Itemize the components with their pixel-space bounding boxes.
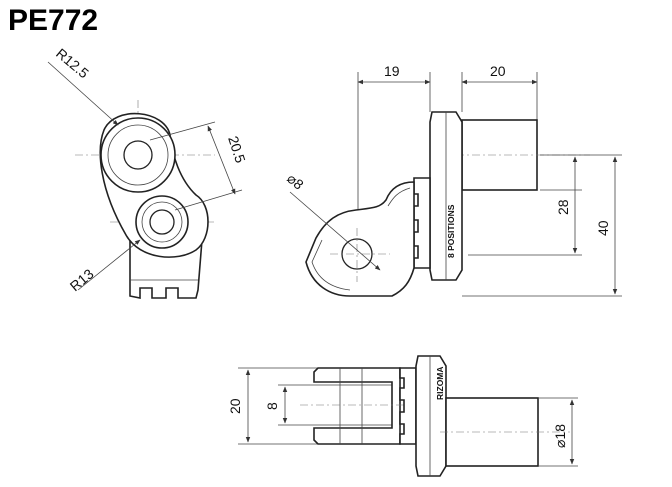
radius-bottom-label: R13: [67, 265, 97, 294]
bottom-view: 20 8 RIZOMA ⌀18: [227, 355, 578, 477]
front-view: R12.5 R13 20.5: [47, 45, 249, 299]
top-hole: [123, 140, 153, 170]
width-left-label: 19: [384, 63, 400, 79]
brand-label: RIZOMA: [435, 366, 445, 400]
bottom-hole: [149, 209, 175, 235]
shaft-diameter-label: ⌀18: [552, 424, 568, 448]
radius-top-label: R12.5: [53, 45, 92, 81]
hole-spacing-label: 20.5: [225, 134, 249, 165]
page-title: PE772: [8, 4, 98, 37]
side-view: 19 20 8 POSITIONS ⌀8 28 40: [284, 63, 622, 297]
positions-label: 8 POSITIONS: [446, 204, 456, 258]
height-inner-label: 28: [555, 199, 571, 215]
bottom-width-label: 20: [227, 398, 243, 414]
bottom-slot-label: 8: [264, 402, 280, 410]
bore-label: ⌀8: [284, 170, 307, 193]
height-outer-label: 40: [595, 220, 611, 236]
width-right-label: 20: [490, 63, 506, 79]
